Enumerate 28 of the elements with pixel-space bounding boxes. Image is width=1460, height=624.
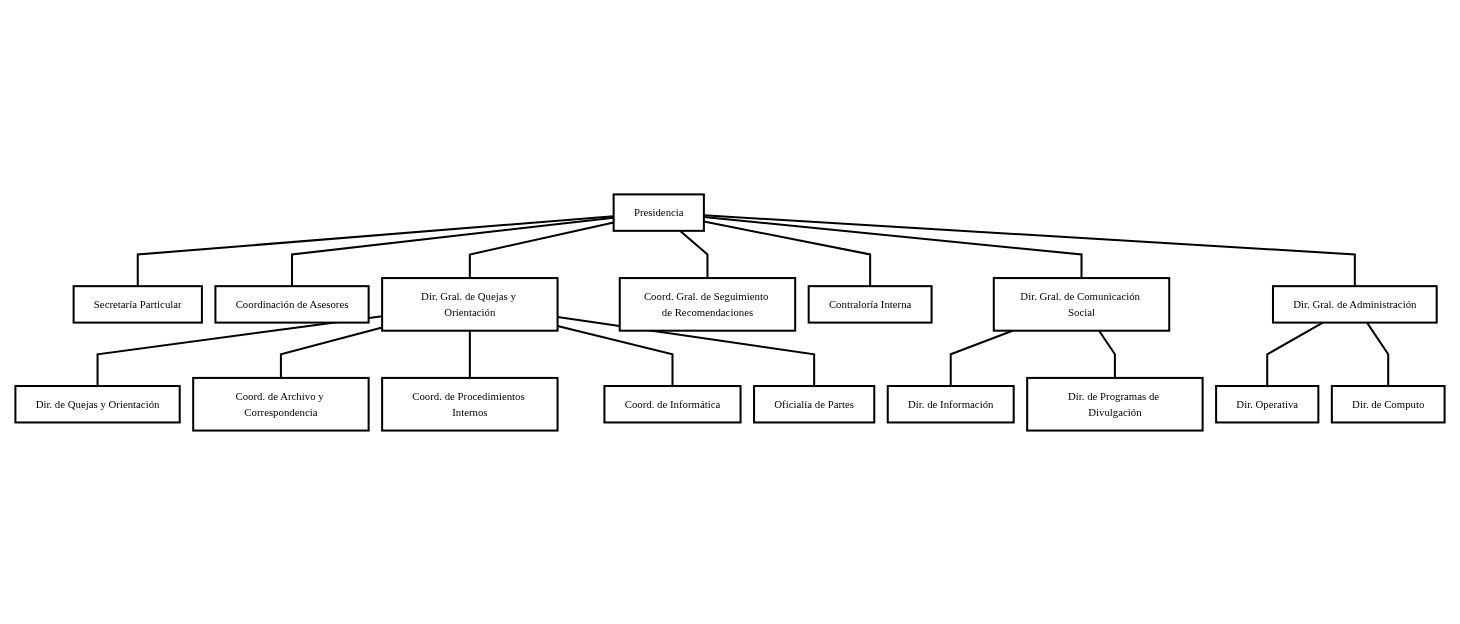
node-box — [72, 284, 203, 324]
connector — [703, 220, 872, 286]
node-box — [603, 384, 742, 423]
node-box — [192, 376, 370, 432]
node-box — [214, 284, 370, 324]
connector — [291, 216, 614, 286]
connector — [557, 315, 816, 386]
node-box — [1271, 284, 1438, 324]
connector — [703, 213, 1356, 286]
node-box — [992, 276, 1171, 332]
connector — [279, 326, 383, 378]
node-box — [1215, 384, 1320, 423]
node-box — [886, 384, 1015, 423]
node-box — [618, 276, 797, 332]
connector — [468, 221, 614, 278]
node-box — [381, 376, 559, 432]
node-box — [807, 284, 933, 324]
node-box — [14, 384, 181, 423]
node-box — [612, 192, 705, 232]
connector — [136, 214, 614, 286]
connector — [557, 324, 674, 386]
org-chart: Presidencia Secretaría Particular Coordinación de Asesores Dir. Gral. de Quejas y Orientación Coord. Gral. de Seguimiento de Recomendaciones Contraloría Interna Dir. Gral. de Comunicación Social Dir. Gral. de Administración Dir. de Quejas y Orientación Coord. de Archivo y Correspondencia Coord. de Procedimientos Internos Coord. de Informática Oficialía de Partes Dir. de Información Dir. de Programas de Divulgación Dir. Operativa Dir. de Computo — [10, 188, 1450, 436]
connector — [703, 215, 1083, 278]
node-box — [381, 276, 559, 332]
node-box — [1026, 376, 1204, 432]
node-box — [1330, 384, 1446, 423]
node-box — [753, 384, 876, 423]
connector — [468, 330, 471, 378]
